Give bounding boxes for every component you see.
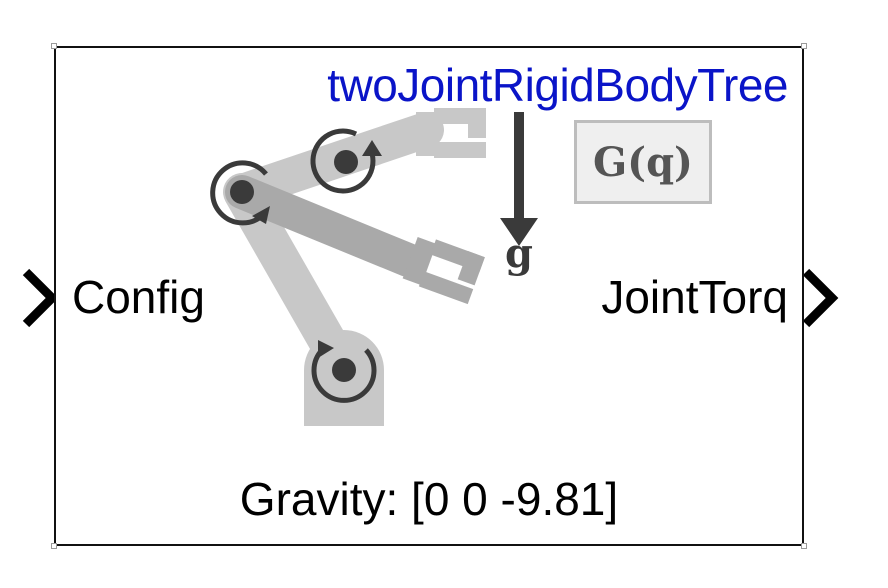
joint-shoulder-icon	[210, 160, 270, 226]
gravity-torque-function-label: G(q)	[593, 138, 693, 186]
robot-upper-link-light	[224, 112, 444, 210]
gravity-arrow-icon	[500, 112, 538, 246]
joint-elbow-icon	[310, 128, 382, 194]
resize-handle-top-left[interactable]	[51, 43, 57, 49]
block-title[interactable]: twoJointRigidBodyTree	[327, 59, 788, 111]
robot-upper-link-mid	[225, 175, 425, 277]
gravity-parameter-label: Gravity: [0 0 -9.81]	[239, 473, 619, 525]
input-port-arrow[interactable]	[22, 268, 59, 328]
output-port-label: JointTorq	[601, 271, 788, 323]
input-port-label: Config	[72, 271, 205, 323]
gravity-symbol: g	[505, 230, 533, 277]
gripper-light-icon	[416, 108, 486, 158]
robot-lower-link	[223, 173, 363, 389]
robot-arm-icon	[210, 108, 538, 426]
gripper-mid-icon	[402, 237, 485, 305]
rigid-body-tree-block[interactable]: twoJointRigidBodyTree G(q) g Config Join…	[54, 46, 804, 546]
joint-base-icon	[311, 340, 377, 403]
resize-handle-bottom-right[interactable]	[801, 543, 807, 549]
resize-handle-bottom-left[interactable]	[51, 543, 57, 549]
resize-handle-top-right[interactable]	[801, 43, 807, 49]
gravity-torque-function-box: G(q)	[574, 120, 712, 204]
output-port-arrow[interactable]	[802, 268, 839, 328]
